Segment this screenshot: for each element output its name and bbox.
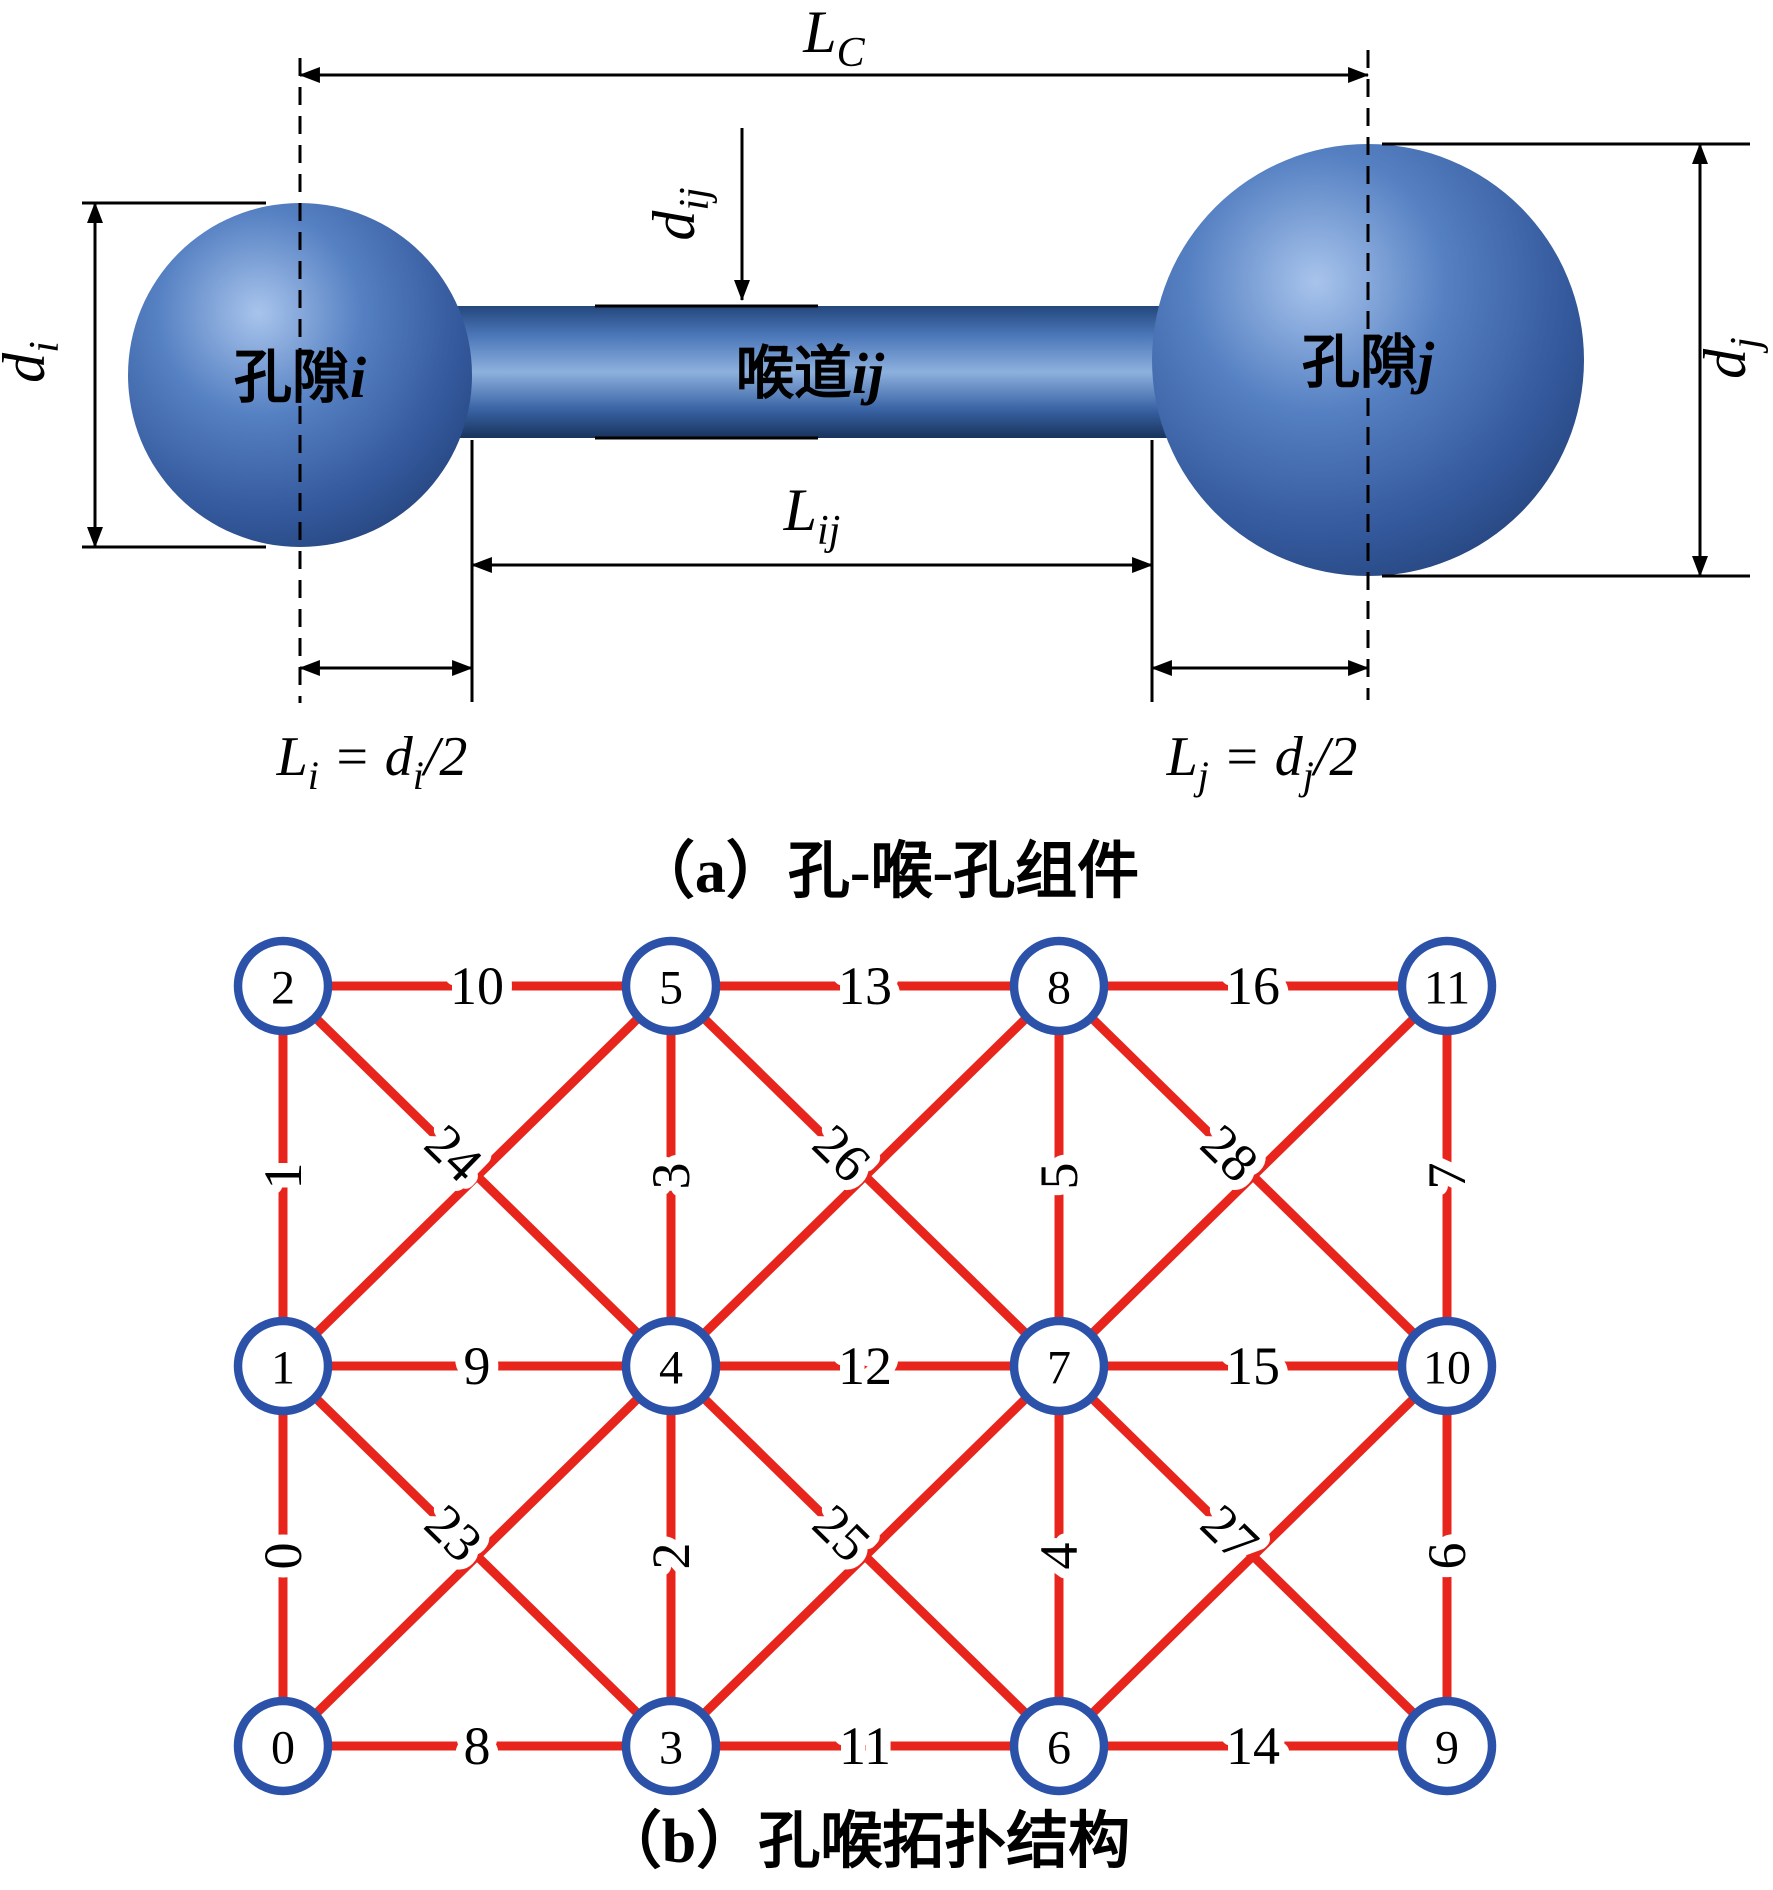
pore-node-3 (621, 1696, 721, 1796)
panel-b: 0123456789101112131415162324252627280123… (233, 936, 1497, 1796)
li-formula: Li = di/2 (276, 726, 468, 798)
lj-formula: Lj = dj/2 (1166, 726, 1358, 798)
edge-label-1: 1 (253, 1163, 313, 1190)
dim-dij: dij (595, 128, 818, 440)
edge-label-13: 13 (838, 956, 892, 1016)
pore-node-label-5: 5 (659, 962, 683, 1015)
edge-label-3: 3 (641, 1163, 701, 1190)
dim-label-lij: Lij (783, 477, 841, 554)
pore-node-7 (1009, 1316, 1109, 1416)
pore-node-label-8: 8 (1047, 962, 1071, 1015)
throat-cylinder (380, 306, 1260, 438)
edge-label-11: 11 (839, 1716, 891, 1776)
edge-label-5: 5 (1029, 1163, 1089, 1190)
pore-node-10 (1397, 1316, 1497, 1416)
pore-node-label-6: 6 (1047, 1722, 1071, 1775)
throat-edge-1-5 (278, 981, 676, 1371)
dim-label-di: di (0, 341, 68, 383)
dim-label-dij: dij (641, 187, 718, 240)
pore-node-9 (1397, 1696, 1497, 1796)
edge-label-9: 9 (464, 1336, 491, 1396)
pore-j-label: 孔隙j (1302, 330, 1435, 395)
edge-label-14: 14 (1226, 1716, 1280, 1776)
caption-a: （a）孔-喉-孔组件 (633, 836, 1139, 906)
caption-b: （b）孔喉拓扑结构 (600, 1806, 1130, 1876)
pore-node-label-4: 4 (659, 1342, 683, 1395)
pore-i-sphere (128, 203, 472, 547)
edge-label-8: 8 (464, 1716, 491, 1776)
throat-edge-4-8 (666, 981, 1064, 1371)
pore-node-label-9: 9 (1435, 1722, 1459, 1775)
throat-edge-7-11 (1054, 981, 1452, 1371)
pore-node-label-3: 3 (659, 1722, 683, 1775)
throat-edge-0-4 (278, 1361, 676, 1751)
edge-label-16: 16 (1226, 956, 1280, 1016)
edge-label-2: 2 (641, 1543, 701, 1570)
dim-label-lc: LC (802, 0, 865, 76)
dim-label-dj: dj (1692, 337, 1769, 379)
edge-label-6: 6 (1417, 1543, 1477, 1570)
throat-edge-3-7 (666, 1361, 1064, 1751)
pore-node-label-0: 0 (271, 1722, 295, 1775)
dim-di: di (0, 201, 266, 549)
pore-i-label: 孔隙i (234, 345, 366, 410)
edge-label-12: 12 (838, 1336, 892, 1396)
pore-node-label-7: 7 (1047, 1342, 1071, 1395)
pore-node-6 (1009, 1696, 1109, 1796)
pore-node-label-10: 10 (1423, 1342, 1471, 1395)
pore-node-label-11: 11 (1424, 962, 1470, 1015)
pore-node-0 (233, 1696, 333, 1796)
dim-lc: LC (298, 0, 1370, 83)
pore-j-sphere (1152, 144, 1584, 576)
pore-node-2 (233, 936, 333, 1036)
edge-label-0: 0 (253, 1543, 313, 1570)
edge-label-4: 4 (1029, 1543, 1089, 1570)
pore-node-4 (621, 1316, 721, 1416)
edge-label-10: 10 (450, 956, 504, 1016)
edge-label-15: 15 (1226, 1336, 1280, 1396)
throat-label: 喉道ij (736, 341, 885, 406)
edge-label-7: 7 (1417, 1163, 1477, 1190)
pore-node-5 (621, 936, 721, 1036)
pore-node-1 (233, 1316, 333, 1416)
pore-node-11 (1397, 936, 1497, 1036)
throat-edge-6-10 (1054, 1361, 1452, 1751)
pore-node-label-1: 1 (271, 1342, 295, 1395)
pore-node-8 (1009, 936, 1109, 1036)
panel-a: LC dij di dj Lij (0, 0, 1769, 906)
pore-node-label-2: 2 (271, 962, 295, 1015)
dim-lij: Lij (470, 440, 1154, 702)
dim-dj: dj (1382, 142, 1769, 578)
